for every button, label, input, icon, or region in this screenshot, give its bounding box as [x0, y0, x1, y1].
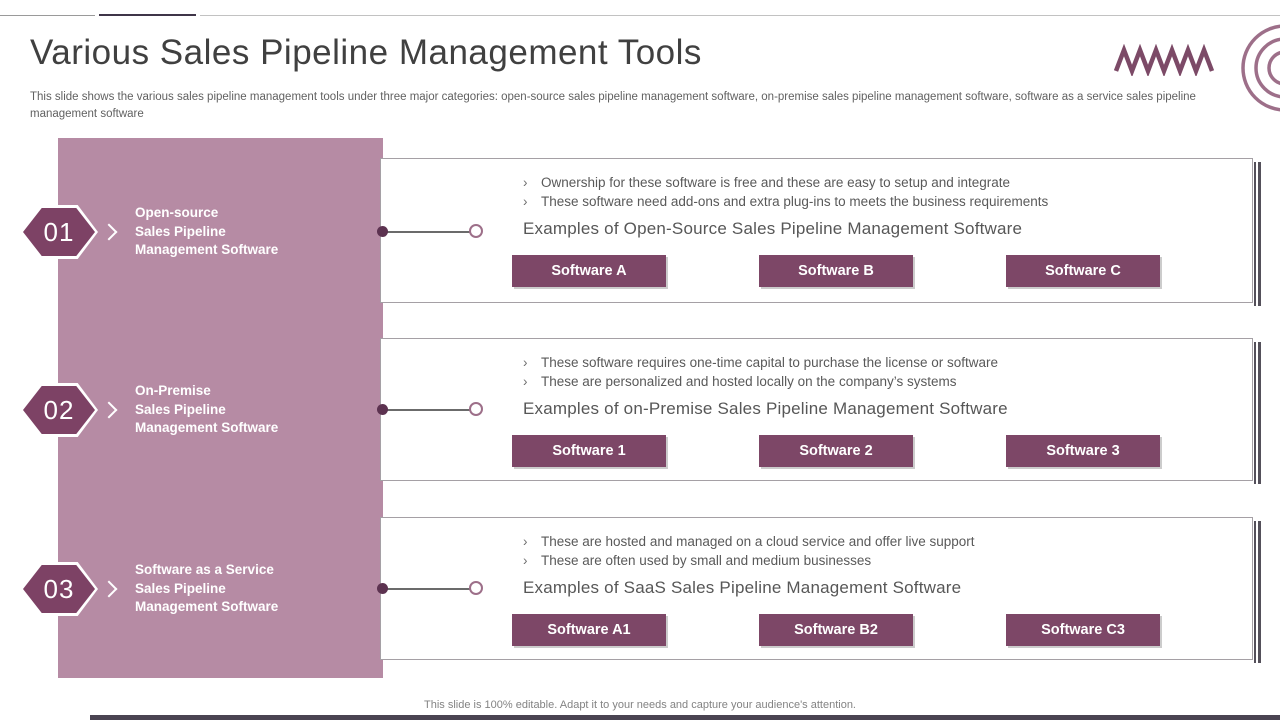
- category-label-2: On-Premise Sales Pipeline Management Sof…: [135, 382, 375, 438]
- software-button[interactable]: Software A1: [512, 614, 666, 646]
- software-button[interactable]: Software C: [1006, 255, 1160, 287]
- bullet-text: These are personalized and hosted locall…: [541, 374, 957, 389]
- software-button[interactable]: Software A: [512, 255, 666, 287]
- category-line: Sales Pipeline: [135, 580, 226, 596]
- hexagon-shape: 02: [23, 386, 95, 434]
- bullet-item: › These are hosted and managed on a clou…: [523, 532, 1232, 551]
- hexagon-shape: 01: [23, 208, 95, 256]
- hexagon-shape: 03: [23, 565, 95, 613]
- page-title: Various Sales Pipeline Management Tools: [30, 33, 702, 72]
- examples-heading: Examples of SaaS Sales Pipeline Manageme…: [523, 578, 962, 597]
- category-line: Management Software: [135, 420, 279, 436]
- connector-line: [385, 588, 473, 590]
- step-number: 02: [43, 394, 75, 425]
- bottom-accent-bar: [90, 715, 1280, 720]
- connector-ring: [469, 402, 483, 416]
- category-sidebar: [58, 138, 383, 678]
- bullet-list: › These are hosted and managed on a clou…: [523, 532, 1232, 570]
- software-button[interactable]: Software 2: [759, 435, 913, 467]
- bullet-item: › These software need add-ons and extra …: [523, 192, 1232, 211]
- connector-dot: [377, 404, 388, 415]
- category-line: Management Software: [135, 242, 279, 258]
- bullet-item: › Ownership for these software is free a…: [523, 173, 1232, 192]
- top-rule-right: [200, 15, 1280, 16]
- bullet-item: › These are personalized and hosted loca…: [523, 372, 1232, 391]
- bullet-marker: ›: [523, 534, 528, 549]
- software-button[interactable]: Software 3: [1006, 435, 1160, 467]
- footer-note: This slide is 100% editable. Adapt it to…: [424, 699, 856, 711]
- bullet-text: These software need add-ons and extra pl…: [541, 194, 1049, 209]
- bullet-marker: ›: [523, 553, 528, 568]
- connector-ring: [469, 224, 483, 238]
- category-line: Open-source: [135, 205, 219, 220]
- content-box-saas: › These are hosted and managed on a clou…: [380, 517, 1261, 663]
- slide-description: This slide shows the various sales pipel…: [30, 91, 1196, 120]
- category-line: On-Premise: [135, 383, 211, 398]
- bullet-text: Ownership for these software is free and…: [541, 175, 1011, 190]
- software-button[interactable]: Software C3: [1006, 614, 1160, 646]
- category-line: Software as a Service: [135, 562, 274, 577]
- bullet-marker: ›: [523, 355, 528, 370]
- examples-heading: Examples of on-Premise Sales Pipeline Ma…: [523, 399, 1008, 418]
- connector-line: [385, 409, 473, 411]
- content-box-on-premise: › These software requires one-time capit…: [380, 338, 1261, 484]
- bullet-text: These software requires one-time capital…: [541, 355, 998, 370]
- concentric-circles-icon: [1241, 24, 1280, 112]
- category-line: Management Software: [135, 599, 279, 615]
- content-box-open-source: › Ownership for these software is free a…: [380, 158, 1261, 306]
- software-button[interactable]: Software B: [759, 255, 913, 287]
- box-right-accent: [1254, 521, 1261, 663]
- bullet-item: › These software requires one-time capit…: [523, 353, 1232, 372]
- top-rule-left: [0, 15, 95, 16]
- software-button[interactable]: Software 1: [512, 435, 666, 467]
- category-label-1: Open-source Sales Pipeline Management So…: [135, 204, 375, 260]
- category-label-3: Software as a Service Sales Pipeline Man…: [135, 561, 375, 617]
- connector-dot: [377, 583, 388, 594]
- zigzag-icon: [1114, 44, 1215, 76]
- connector-dot: [377, 226, 388, 237]
- bullet-list: › Ownership for these software is free a…: [523, 173, 1232, 211]
- examples-heading: Examples of Open-Source Sales Pipeline M…: [523, 219, 1023, 238]
- connector-line: [385, 231, 473, 233]
- step-number: 01: [43, 216, 75, 247]
- bullet-marker: ›: [523, 175, 528, 190]
- bullet-marker: ›: [523, 194, 528, 209]
- category-line: Sales Pipeline: [135, 401, 226, 417]
- software-button[interactable]: Software B2: [759, 614, 913, 646]
- bullet-item: › These are often used by small and medi…: [523, 551, 1232, 570]
- category-line: Sales Pipeline: [135, 223, 226, 239]
- box-right-accent: [1254, 162, 1261, 306]
- connector-ring: [469, 581, 483, 595]
- box-right-accent: [1254, 342, 1261, 484]
- bullet-text: These are often used by small and medium…: [541, 553, 872, 568]
- bullet-list: › These software requires one-time capit…: [523, 353, 1232, 391]
- bullet-text: These are hosted and managed on a cloud …: [541, 534, 975, 549]
- bullet-marker: ›: [523, 374, 528, 389]
- step-number: 03: [43, 573, 75, 604]
- top-rule-accent: [99, 14, 196, 16]
